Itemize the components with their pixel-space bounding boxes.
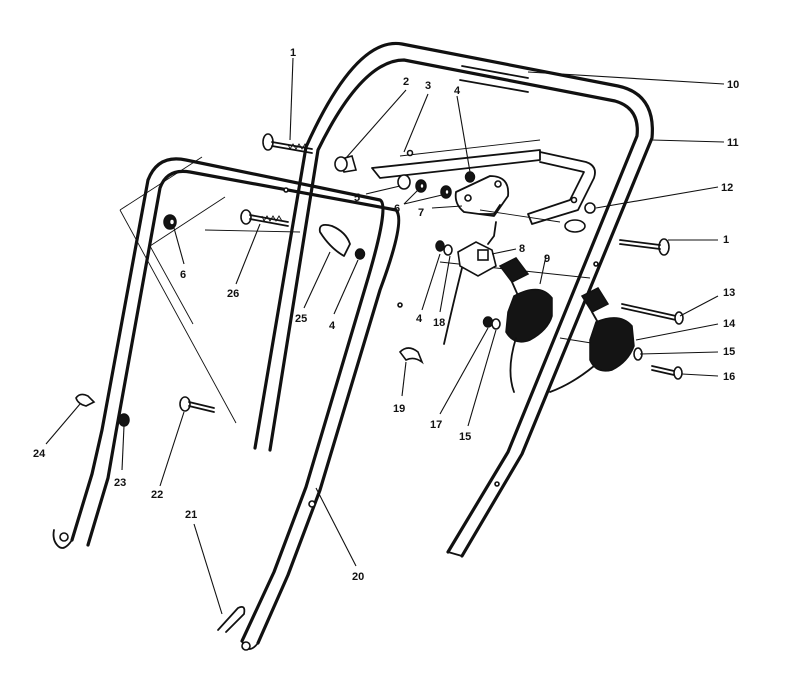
- callout-2: 2: [403, 76, 409, 88]
- control-lever-left: [482, 257, 553, 393]
- leader-lines: [45, 57, 725, 615]
- callouts: 1 2 3 4 10 11 5 6 7 12 1 8 9 6 26 25 4 4…: [33, 47, 739, 583]
- carriage-bolt-right: [619, 238, 670, 256]
- bolt-16: [633, 347, 683, 380]
- callout-20: 20: [352, 571, 364, 583]
- callout-3: 3: [425, 80, 431, 92]
- callout-1: 1: [290, 47, 296, 59]
- callout-9: 9: [544, 253, 550, 265]
- cable-guide: [318, 223, 366, 260]
- lower-handle: [52, 157, 403, 651]
- spacer-and-nuts: [163, 171, 476, 230]
- callout-6: 6: [394, 203, 400, 215]
- nut-23: [118, 413, 130, 427]
- callout-11: 11: [727, 137, 739, 149]
- cable-clip: [398, 347, 424, 365]
- callout-8: 8: [519, 243, 525, 255]
- callout-15: 15: [723, 346, 735, 358]
- callout-26: 26: [227, 288, 239, 300]
- callout-25: 25: [295, 313, 307, 325]
- callout-12: 12: [721, 182, 733, 194]
- callout-13: 13: [723, 287, 735, 299]
- callout-4-mid: 4: [329, 320, 336, 332]
- callout-21: 21: [185, 509, 197, 521]
- callout-5: 5: [354, 192, 360, 204]
- callout-14: 14: [723, 318, 736, 330]
- callout-15-lower: 15: [459, 431, 471, 443]
- control-lever-right: [549, 287, 635, 393]
- bolt-26: [240, 209, 289, 227]
- callout-4-lower: 4: [416, 313, 423, 325]
- callout-4: 4: [454, 85, 461, 97]
- callout-1-right: 1: [723, 234, 729, 246]
- cross-brace: [371, 139, 596, 225]
- upper-handle: [253, 41, 654, 558]
- callout-7: 7: [418, 207, 424, 219]
- callout-24: 24: [33, 448, 46, 460]
- shoulder-bolt: [334, 155, 358, 173]
- callout-22: 22: [151, 489, 163, 501]
- plate: [454, 175, 510, 217]
- callout-18: 18: [433, 317, 445, 329]
- callout-6-left: 6: [180, 269, 186, 281]
- bolt-22: [179, 396, 215, 413]
- callout-19: 19: [393, 403, 405, 415]
- callout-16: 16: [723, 371, 735, 383]
- hairpin-clip: [217, 605, 246, 633]
- switch-box: [435, 221, 497, 345]
- callout-23: 23: [114, 477, 126, 489]
- knob-24: [75, 393, 96, 407]
- callout-10: 10: [727, 79, 739, 91]
- callout-17: 17: [430, 419, 442, 431]
- bolt-13: [621, 303, 684, 325]
- bolt-12: [564, 202, 596, 233]
- carriage-bolt-upper: [262, 133, 313, 154]
